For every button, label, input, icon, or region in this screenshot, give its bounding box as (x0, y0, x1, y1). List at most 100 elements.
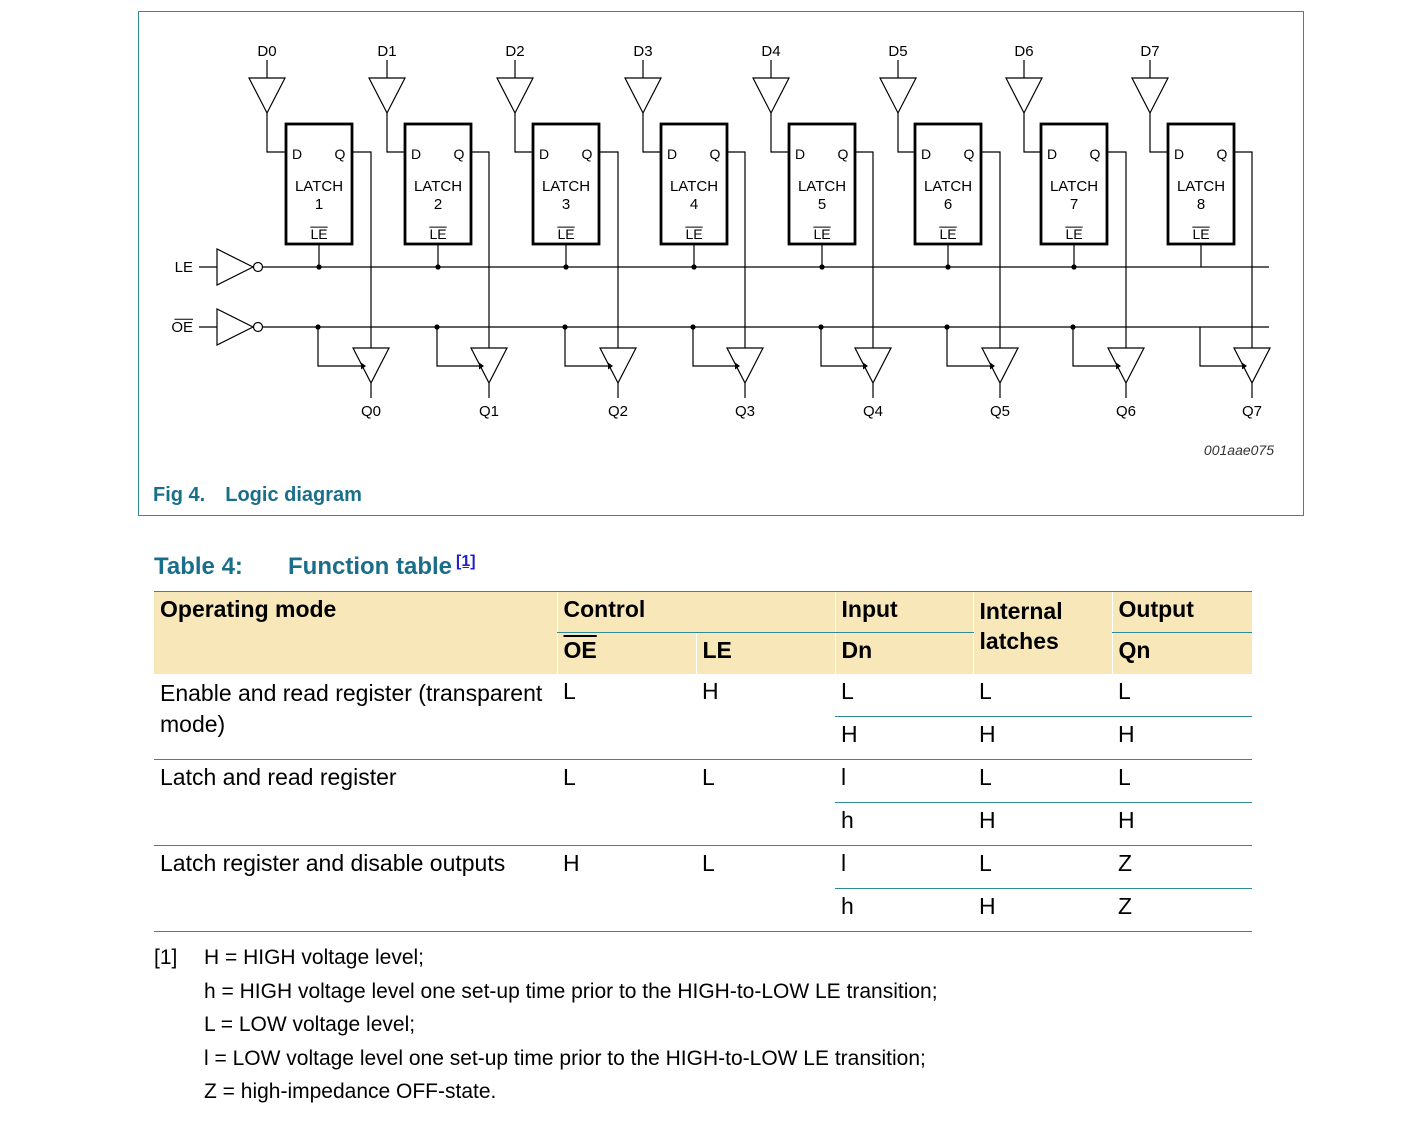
oe-cell: L (557, 759, 696, 846)
junction-dot (562, 324, 568, 330)
junction-dot (818, 324, 824, 330)
latch-number: 5 (818, 196, 826, 213)
latch-le-pin: LE (813, 226, 830, 242)
data-input-label: D1 (377, 43, 396, 60)
enable-arrow (608, 362, 613, 370)
data-input-label: D0 (257, 43, 276, 60)
data-wire (1149, 113, 1168, 153)
enable-arrow (361, 362, 366, 370)
qn-cell: L (1112, 759, 1253, 803)
latch-label: LATCH (542, 178, 590, 195)
enable-arrow (1116, 362, 1121, 370)
latch-q-pin: Q (335, 146, 346, 162)
data-wire (1023, 113, 1041, 153)
data-input-label: D7 (1140, 43, 1159, 60)
output-label: Q7 (1242, 403, 1262, 420)
output-label: Q0 (361, 403, 381, 420)
latch-le-pin: LE (1065, 226, 1082, 242)
junction-dot (435, 264, 441, 270)
input-buffer-gate (1005, 77, 1043, 115)
dn-cell: h (835, 802, 974, 846)
latch-q-pin: Q (1217, 146, 1228, 162)
output-label: Q4 (863, 403, 883, 420)
latch-le-pin: LE (429, 226, 446, 242)
output-label: Q3 (735, 403, 755, 420)
latch-d-pin: D (292, 146, 302, 162)
q-wire (855, 151, 874, 348)
latch-number: 7 (1070, 196, 1078, 213)
latch-q-pin: Q (964, 146, 975, 162)
le-input-label: LE (175, 259, 193, 276)
junction-dot (945, 264, 951, 270)
qn-cell: Z (1112, 845, 1253, 889)
oe-tap (1199, 327, 1242, 367)
junction-dot (434, 324, 440, 330)
data-wire (514, 113, 533, 153)
latch-d-pin: D (795, 146, 805, 162)
header-qn: Qn (1111, 632, 1253, 674)
note-line: Z = high-impedance OFF-state. (204, 1080, 497, 1103)
latch-number: 2 (434, 196, 442, 213)
data-wire (897, 113, 915, 153)
input-buffer-gate (624, 77, 662, 115)
latch-label: LATCH (798, 178, 846, 195)
output-label: Q5 (990, 403, 1010, 420)
latch-le-pin: LE (1192, 226, 1209, 242)
qn-cell: H (1112, 802, 1253, 846)
le-cell: H (696, 674, 836, 760)
input-buffer-gate (368, 77, 406, 115)
header-output: Output (1111, 591, 1253, 633)
latch-le-pin: LE (557, 226, 574, 242)
function-table: Operating mode Control Input Internal la… (154, 591, 1253, 932)
oe-input-label: OE (171, 319, 193, 336)
figure-title: Logic diagram (225, 484, 362, 506)
le-cell: L (696, 759, 836, 846)
le-cell: L (696, 845, 836, 932)
table-name: Function table (288, 553, 452, 580)
data-wire (386, 113, 405, 153)
latch-le-pin: LE (685, 226, 702, 242)
latch-label: LATCH (414, 178, 462, 195)
latch-label: LATCH (670, 178, 718, 195)
latch-d-pin: D (1174, 146, 1184, 162)
data-input-label: D2 (505, 43, 524, 60)
enable-arrow (1242, 362, 1247, 370)
input-buffer-gate (248, 77, 286, 115)
note-line: L = LOW voltage level; (204, 1013, 416, 1036)
latch-cell: L (973, 845, 1113, 889)
input-buffer-gate (496, 77, 534, 115)
dn-cell: L (835, 674, 974, 717)
oe-tap (692, 327, 735, 367)
latch-number: 6 (944, 196, 952, 213)
junction-dot (1071, 264, 1077, 270)
oe-cell: H (557, 845, 696, 932)
oe-tap (436, 327, 479, 367)
note-line: l = LOW voltage level one set-up time pr… (204, 1046, 926, 1070)
junction-dot (563, 264, 569, 270)
junction-dot (944, 324, 950, 330)
junction-dot (316, 264, 322, 270)
latch-number: 8 (1197, 196, 1205, 213)
latch-q-pin: Q (710, 146, 721, 162)
oe-tap (564, 327, 608, 367)
footnote-link[interactable]: [1] (456, 553, 476, 570)
q-wire (727, 151, 746, 348)
latch-number: 4 (690, 196, 698, 213)
table-title: Table 4:Function table[1] (154, 553, 476, 581)
oe-tap (820, 327, 863, 367)
latch-q-pin: Q (1090, 146, 1101, 162)
junction-dot (1070, 324, 1076, 330)
mode-cell: Enable and read register (transparent mo… (154, 674, 557, 760)
data-wire (770, 113, 789, 153)
input-buffer-gate (879, 77, 917, 115)
junction-dot (315, 324, 321, 330)
latch-label: LATCH (1050, 178, 1098, 195)
latch-label: LATCH (295, 178, 343, 195)
note-line: H = HIGH voltage level; (204, 946, 425, 969)
junction-dot (819, 264, 825, 270)
oe-inverter-bubble (252, 321, 264, 333)
mode-cell: Latch register and disable outputs (154, 845, 557, 932)
oe-inverter-gate (216, 308, 255, 346)
note-ref: [1] (154, 946, 178, 969)
